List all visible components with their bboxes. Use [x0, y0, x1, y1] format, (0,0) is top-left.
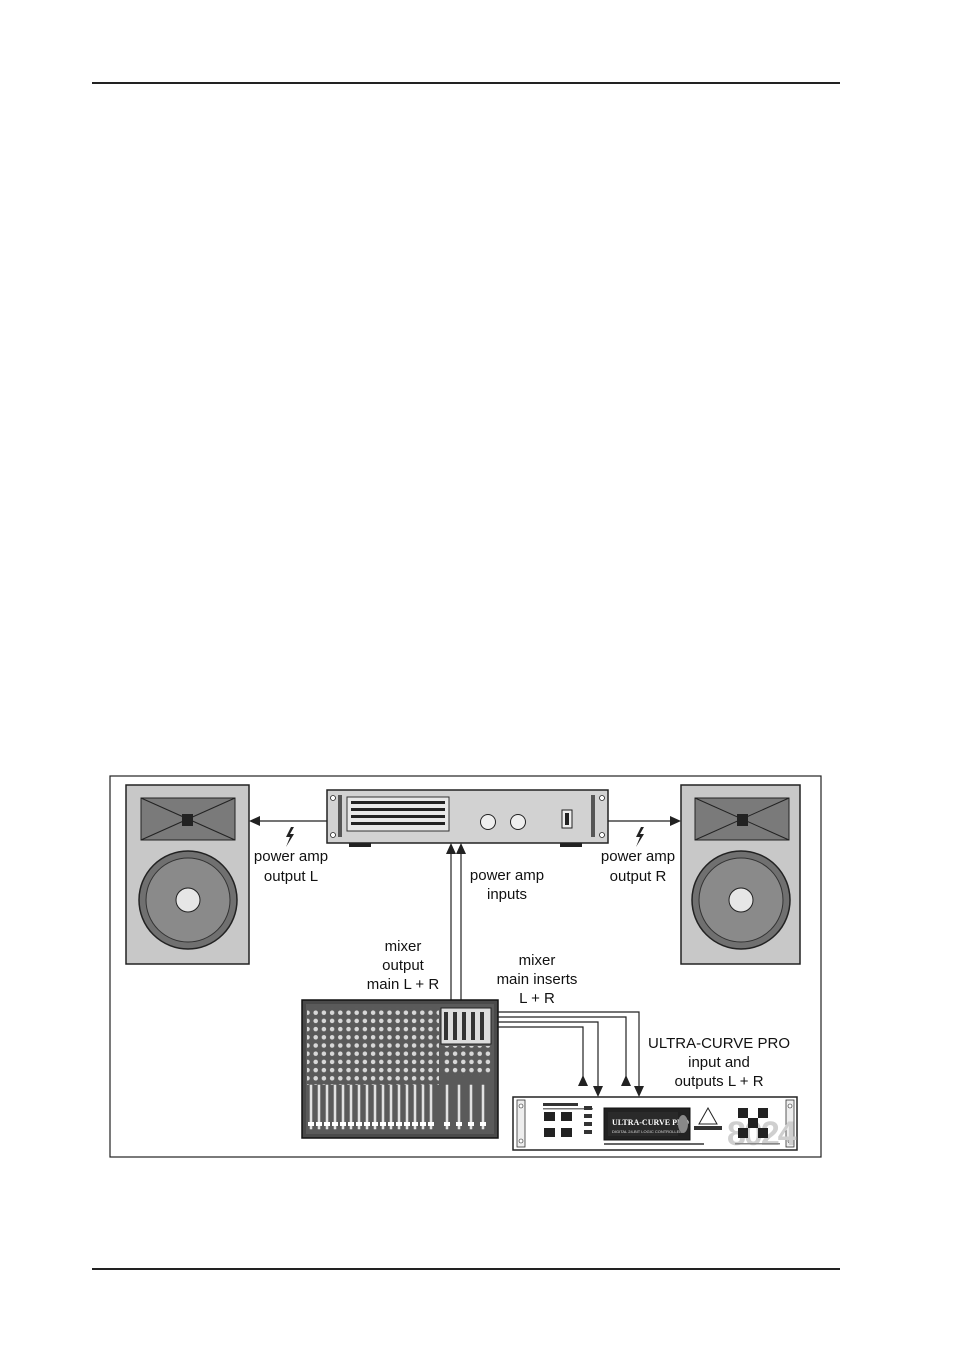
- mixer-to-amp-cables: [446, 843, 466, 1000]
- label-line: power amp: [254, 848, 328, 865]
- label-line: power amp: [470, 867, 544, 884]
- ultra-curve-pro-unit: ULTRA-CURVE PRO DIGITAL 24-BIT LOGIC CON…: [512, 1096, 799, 1153]
- label-line: ULTRA-CURVE PRO: [648, 1035, 790, 1052]
- label-line: L + R: [519, 990, 555, 1007]
- ultra-curve-checker-logo: [738, 1108, 768, 1138]
- label-line: mixer: [519, 952, 556, 969]
- insert-cables: [498, 1011, 640, 1088]
- speaker-right: [680, 784, 801, 965]
- ultra-curve-display-sub: DIGITAL 24-BIT LOGIC CONTROLLED: [612, 1129, 682, 1134]
- label-ultra-curve-io: ULTRA-CURVE PRO input and outputs L + R: [648, 1035, 790, 1090]
- label-power-amp-inputs: power amp inputs: [470, 867, 544, 903]
- fader-caps: [308, 1122, 486, 1126]
- label-power-amp-output-r: power amp output R: [601, 848, 675, 885]
- label-line: mixer: [385, 938, 422, 955]
- label-power-amp-output-l: power amp output L: [254, 848, 328, 885]
- footer-rule: [92, 1268, 840, 1270]
- label-line: power amp: [601, 848, 675, 865]
- lightning-icon: [636, 827, 644, 847]
- speaker-cable-left: [249, 816, 327, 847]
- header-rule: [92, 82, 840, 84]
- mixer-faders: [309, 1084, 485, 1130]
- speaker-left: [125, 784, 250, 965]
- mixer-console: [301, 999, 499, 1139]
- label-line: output: [382, 957, 425, 974]
- power-amplifier: [326, 789, 609, 847]
- label-line: outputs L + R: [674, 1073, 763, 1090]
- lightning-icon: [286, 827, 294, 847]
- label-line: output R: [610, 868, 667, 885]
- ultra-curve-display-title: ULTRA-CURVE PRO: [612, 1118, 689, 1127]
- insert-arrowheads: [578, 1075, 644, 1097]
- label-line: main L + R: [367, 976, 440, 993]
- speaker-cable-right: [608, 816, 681, 847]
- label-mixer-inserts: mixer main inserts L + R: [497, 952, 578, 1007]
- label-line: output L: [264, 868, 318, 885]
- label-line: main inserts: [497, 971, 578, 988]
- label-line: input and: [688, 1054, 750, 1071]
- label-line: inputs: [487, 886, 527, 903]
- label-mixer-output: mixer output main L + R: [367, 938, 440, 993]
